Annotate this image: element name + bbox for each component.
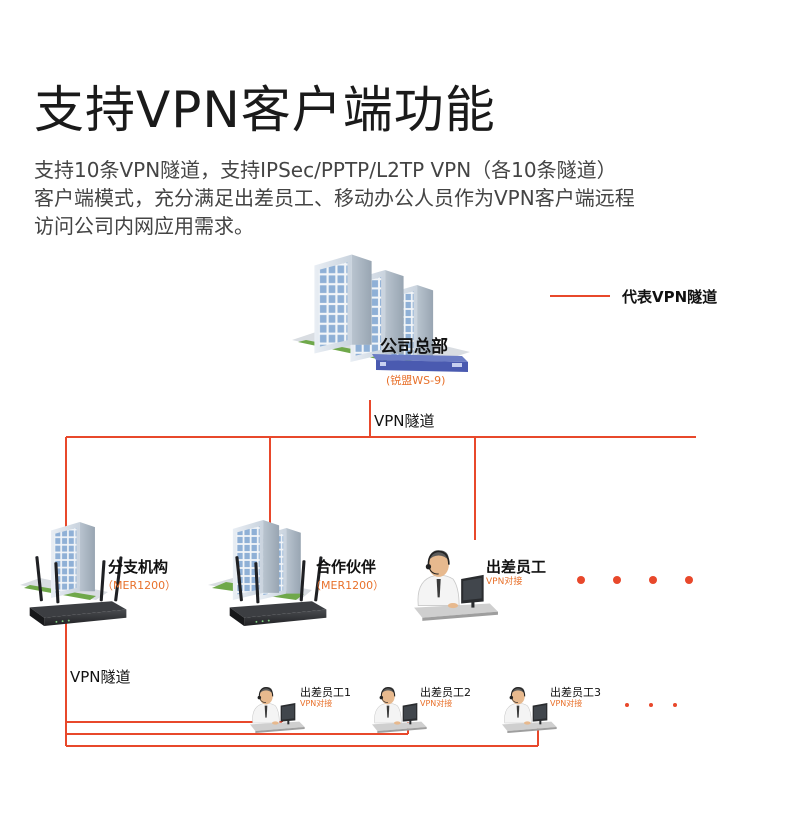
employee-1-sub-label: VPN对接 [300,698,332,709]
more-travelers-dots [577,576,693,584]
partner-office [208,520,326,626]
legend-label: 代表VPN隧道 [622,286,717,307]
hq-device-label: (锐盟WS-9) [386,372,445,388]
employee-3-sub-label: VPN对接 [550,698,582,709]
employee-2-person-icon [372,687,427,733]
branch-device-label: （MER1200） [102,577,176,593]
hq-label: 公司总部 [380,332,448,357]
employee-2-sub-label: VPN对接 [420,698,452,709]
partner-label: 合作伙伴 [316,556,376,577]
employee-3-person-icon [502,687,557,733]
branch-label: 分支机构 [108,556,168,577]
tunnel-label-top: VPN隧道 [374,410,435,431]
employee-1-person-icon [250,687,305,733]
traveler-sub-label: VPN对接 [486,574,522,587]
more-employees-dots [625,703,677,707]
partner-device-label: （MER1200） [310,577,384,593]
tunnel-label-bottom: VPN隧道 [70,666,131,687]
